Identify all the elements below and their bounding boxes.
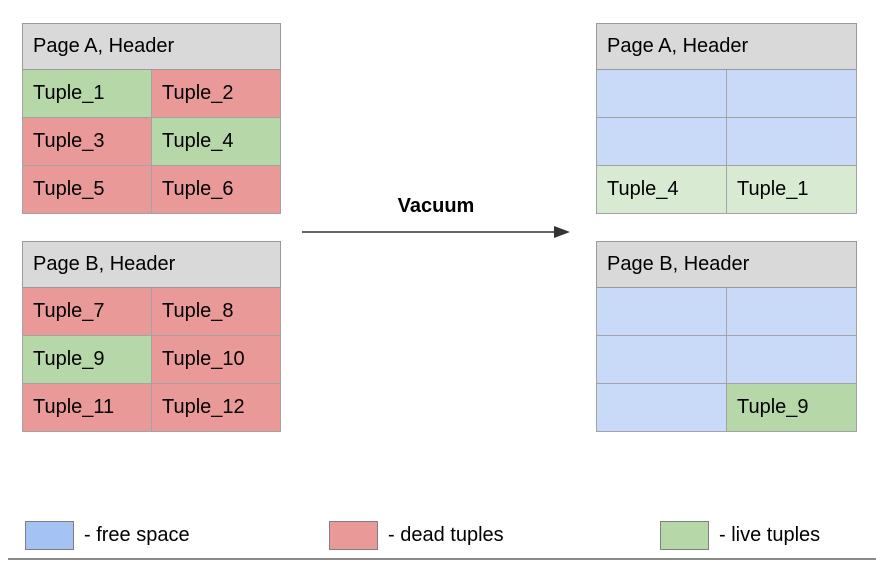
free-cell xyxy=(596,117,727,166)
legend-label: - dead tuples xyxy=(388,523,504,546)
table-before-page-a: Page A, Header Tuple_1 Tuple_2 Tuple_3 T… xyxy=(22,23,281,214)
tuple-cell: Tuple_9 xyxy=(22,335,152,384)
page-header: Page B, Header xyxy=(21,241,282,288)
legend-label: - free space xyxy=(84,523,190,546)
tuple-cell: Tuple_12 xyxy=(150,383,282,432)
dead-tuples-swatch xyxy=(329,520,378,550)
free-cell xyxy=(725,287,858,336)
table-after-page-b: Page B, Header Tuple_9 xyxy=(595,241,858,432)
tuple-cell: Tuple_8 xyxy=(150,287,282,336)
free-cell xyxy=(725,335,858,384)
live-tuples-swatch xyxy=(660,520,709,550)
legend-item-live-tuples: - live tuples xyxy=(660,520,820,550)
free-cell xyxy=(596,287,727,336)
tuple-cell: Tuple_3 xyxy=(22,117,152,166)
tuple-cell: Tuple_6 xyxy=(151,165,281,214)
vacuum-label: Vacuum xyxy=(397,195,475,217)
page-header: Page A, Header xyxy=(22,23,281,70)
free-cell xyxy=(726,117,857,166)
legend-label: - live tuples xyxy=(719,523,821,546)
free-cell xyxy=(596,383,727,432)
free-cell xyxy=(596,335,727,384)
free-space-swatch xyxy=(25,520,74,550)
tuple-cell: Tuple_7 xyxy=(22,287,152,336)
tuple-cell: Tuple_10 xyxy=(150,335,282,384)
free-cell xyxy=(726,69,857,118)
free-cell xyxy=(596,69,727,118)
page-header: Page A, Header xyxy=(596,23,857,70)
tuple-cell: Tuple_4 xyxy=(596,165,727,214)
table-after-page-a: Page A, Header Tuple_4 Tuple_1 xyxy=(596,23,857,214)
tuple-cell: Tuple_5 xyxy=(22,165,152,214)
page-header: Page B, Header xyxy=(595,241,858,288)
tuple-cell: Tuple_1 xyxy=(726,165,857,214)
legend-item-dead-tuples: - dead tuples xyxy=(329,520,504,550)
table-before-page-b: Page B, Header Tuple_7 Tuple_8 Tuple_9 T… xyxy=(21,241,282,432)
bottom-divider xyxy=(8,558,876,560)
tuple-cell: Tuple_11 xyxy=(22,383,152,432)
tuple-cell: Tuple_1 xyxy=(22,69,152,118)
tuple-cell: Tuple_9 xyxy=(725,383,858,432)
vacuum-arrow: Vacuum xyxy=(302,195,570,240)
tuple-cell: Tuple_2 xyxy=(151,69,281,118)
legend-item-free-space: - free space xyxy=(25,520,190,550)
right-arrow-icon xyxy=(302,226,570,238)
tuple-cell: Tuple_4 xyxy=(151,117,281,166)
